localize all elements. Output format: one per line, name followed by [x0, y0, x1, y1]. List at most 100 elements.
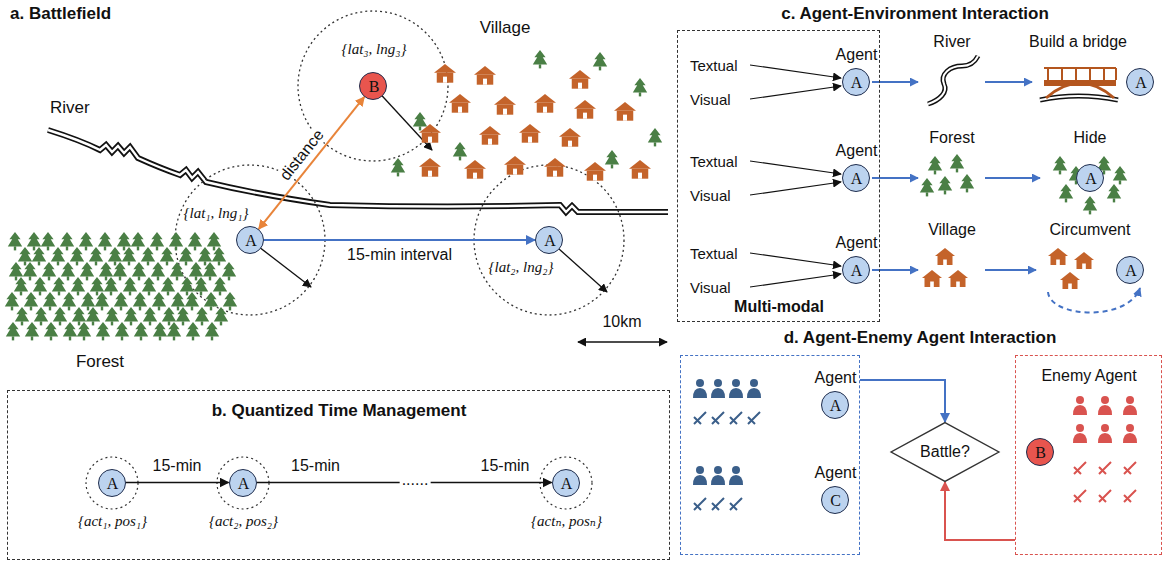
tree-trunk [419, 126, 421, 130]
tree [43, 292, 57, 306]
tree-trunk [123, 246, 125, 250]
panel-title: b. Quantized Time Management [212, 401, 467, 421]
tree [131, 232, 145, 246]
tree-trunk [85, 246, 87, 250]
tree-trunk [121, 336, 123, 340]
tree [62, 292, 76, 306]
tree [81, 292, 95, 306]
tree [593, 52, 607, 66]
tree [51, 247, 65, 261]
distance-arrow [259, 97, 365, 229]
house-roof [629, 160, 651, 169]
tree [79, 232, 93, 246]
house-roof [584, 162, 606, 171]
house-roof [1060, 272, 1080, 280]
house-roof [559, 128, 581, 137]
tree [169, 232, 183, 246]
tree-trunk [201, 321, 203, 325]
tree [213, 277, 227, 291]
team-box: AgentAAgentC [680, 355, 860, 555]
tree [113, 262, 127, 276]
tree [32, 247, 46, 261]
input-label: Visual [688, 279, 733, 296]
tree-trunk [40, 321, 42, 325]
tree [413, 112, 427, 126]
agent-circle: A [1076, 164, 1104, 192]
tree-trunk [168, 321, 170, 325]
tree [143, 307, 157, 321]
soldier-head [732, 466, 740, 474]
tree-trunk [104, 246, 106, 250]
tree [150, 232, 164, 246]
tree [171, 292, 185, 306]
sword [1124, 462, 1136, 474]
tree [207, 232, 221, 246]
tree-trunk [86, 276, 88, 280]
soldier-body [711, 475, 725, 485]
tree-trunk [157, 276, 159, 280]
tree-trunk [114, 261, 116, 265]
tree-trunk [176, 276, 178, 280]
sword [1074, 490, 1086, 502]
tree-trunk [229, 306, 231, 310]
tree-trunk [21, 321, 23, 325]
house [467, 169, 484, 179]
tree [204, 292, 218, 306]
tree-trunk [182, 321, 184, 325]
tree-trunk [173, 336, 175, 340]
house-roof [1048, 248, 1068, 256]
tree [1107, 184, 1121, 198]
flow-arrow [872, 177, 918, 179]
house-roof [574, 100, 596, 109]
house-door [583, 113, 587, 119]
tree [960, 174, 974, 188]
tree-trunk [204, 261, 206, 265]
tree-trunk [20, 291, 22, 295]
tree [142, 277, 156, 291]
multimodal-box: Multi-modalAgentAAgentAAgentA [677, 30, 880, 322]
flow-arrow [985, 177, 1040, 179]
house [562, 137, 579, 147]
house-roof [449, 94, 471, 103]
tree-trunk [87, 306, 89, 310]
tree-trunk [147, 261, 149, 265]
tree-trunk [194, 246, 196, 250]
house [477, 75, 494, 85]
tree [44, 322, 58, 336]
soldier-head [750, 379, 758, 387]
tree [162, 307, 176, 321]
agent-letter: A [851, 262, 863, 280]
battle-arrow [860, 380, 945, 422]
tree-trunk [137, 246, 139, 250]
edge-label: 15-min [289, 457, 342, 475]
house-door [1082, 264, 1086, 270]
tree [96, 322, 110, 336]
edge-label: distance [275, 125, 329, 186]
tree [180, 277, 194, 291]
house-door [488, 139, 492, 145]
house-door [593, 175, 597, 181]
tree-trunk [177, 306, 179, 310]
house [577, 109, 594, 119]
flow-arrow [872, 269, 918, 271]
tree-trunk [30, 306, 32, 310]
house [482, 135, 499, 145]
tree-trunk [218, 261, 220, 265]
sword [1099, 490, 1111, 502]
sword [730, 412, 742, 424]
soldier-head [732, 379, 740, 387]
input-label: Textual [688, 153, 740, 170]
tree [391, 158, 405, 172]
tree [41, 232, 55, 246]
house-roof [479, 126, 501, 135]
soldier-head [696, 379, 704, 387]
sword [1074, 462, 1086, 474]
node-label: Enemy Agent [1041, 367, 1136, 385]
house [938, 256, 953, 265]
soldier-head [1101, 424, 1109, 432]
tree [108, 247, 122, 261]
agent-circle: AgentA [842, 256, 870, 284]
tree [141, 247, 155, 261]
